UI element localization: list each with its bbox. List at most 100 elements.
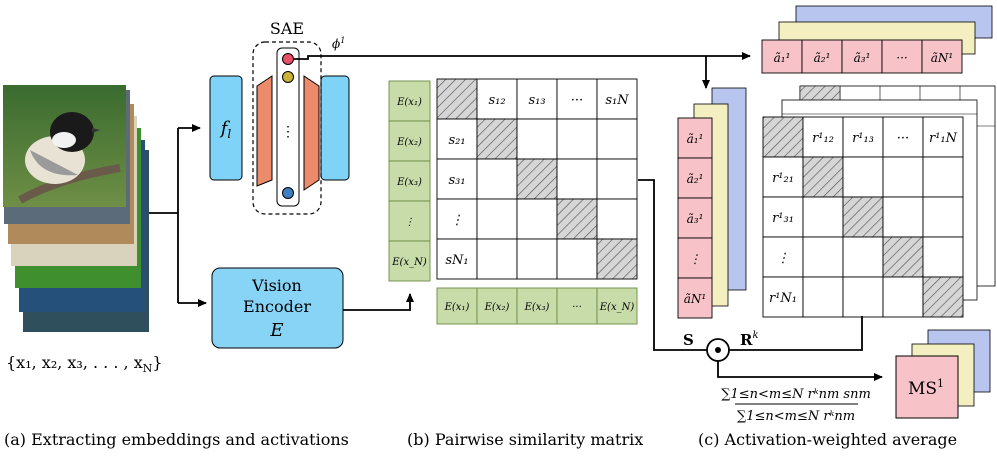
- latent-dot-red: [282, 53, 294, 65]
- similarity-value: sN₁: [445, 253, 468, 268]
- diagonal-cell: [922, 276, 964, 318]
- embedding-label: E(x₁): [444, 302, 470, 313]
- embedding-cell: [388, 120, 431, 162]
- embedding-label: E(x₃): [396, 177, 422, 188]
- r-value: r¹₁₃: [852, 131, 874, 146]
- matrix-cell: [842, 276, 884, 318]
- r-value: r¹₁N: [929, 131, 958, 146]
- sae-latent-bar: [276, 47, 300, 207]
- sae-dashed-box: [252, 41, 322, 215]
- embedding-cell: [516, 287, 558, 325]
- r-value: r¹N₁: [769, 291, 797, 306]
- diagonal-cell: [802, 156, 844, 198]
- caption-b: (b) Pairwise similarity matrix: [407, 430, 644, 449]
- activation-label: ⋮: [689, 252, 701, 266]
- similarity-value: s₁N: [605, 93, 629, 108]
- activation-cell: [677, 117, 713, 159]
- embedding-label: E(x_N): [599, 302, 635, 313]
- r-value: r¹₃₁: [772, 211, 794, 226]
- matrix-cell: [476, 78, 518, 120]
- matrix-cell: [922, 236, 964, 278]
- activation-label: ã₁¹: [774, 51, 791, 65]
- matrix-cell: [516, 198, 558, 240]
- diagonal-cell: [842, 196, 884, 238]
- vision-encoder-block: [211, 267, 344, 349]
- encoder-line1: Vision: [251, 276, 302, 295]
- bird-photo: [3, 85, 126, 207]
- diagonal-cell: [556, 198, 598, 240]
- activation-label: ···: [896, 51, 907, 65]
- diagonal-cell: [882, 236, 924, 278]
- embedding-cell: [596, 287, 638, 325]
- phi-label: ϕ1: [332, 36, 345, 51]
- matrix-cell: [802, 276, 844, 318]
- matrix-cell: [842, 236, 884, 278]
- matrix-cell: [802, 116, 844, 158]
- matrix-cell: [556, 238, 598, 280]
- ms-box: [895, 355, 959, 419]
- embedding-cell: [556, 287, 598, 325]
- matrix-cell: [762, 156, 804, 198]
- activation-label: ã₃¹: [687, 212, 704, 226]
- r-value: r¹₂₁: [772, 171, 794, 186]
- encoder-symbol: E: [269, 320, 283, 341]
- latent-dot-yellow: [282, 71, 294, 83]
- similarity-value: ···: [571, 93, 583, 108]
- r-value: ⋮: [777, 251, 790, 266]
- embedding-label: ⋮: [405, 217, 415, 228]
- s-label: S: [683, 331, 694, 349]
- formula-denominator: ∑1≤n<m≤N rᵏnm: [737, 409, 855, 424]
- matrix-cell: [882, 116, 924, 158]
- activation-label: ãN¹: [684, 292, 706, 306]
- matrix-cell: [596, 198, 638, 240]
- embedding-cell: [388, 200, 431, 242]
- embedding-cell: [436, 287, 478, 325]
- activation-label: ã₂¹: [687, 172, 704, 186]
- matrix-cell: [802, 196, 844, 238]
- fl-block: [209, 75, 243, 181]
- encoder-line2: Encoder: [243, 297, 311, 316]
- matrix-cell: [842, 156, 884, 198]
- matrix-cell: [882, 156, 924, 198]
- matrix-cell: [436, 238, 478, 280]
- embedding-column: E(x₁)E(x₂)E(x₃)⋮E(x_N): [388, 80, 431, 282]
- diagonal-cell: [476, 118, 518, 160]
- activation-cell: [677, 277, 713, 319]
- embedding-cell: [388, 80, 431, 122]
- matrix-cell: [476, 158, 518, 200]
- similarity-value: s₂₁: [448, 133, 465, 148]
- similarity-value: s₁₂: [488, 93, 505, 108]
- embedding-label: E(x₂): [396, 137, 422, 148]
- output-block: [320, 75, 350, 181]
- matrix-cell: [922, 196, 964, 238]
- latent-dots: ⋮: [281, 124, 295, 140]
- embedding-cell: [388, 240, 431, 282]
- sae-encoder-trapezoid: [256, 75, 273, 187]
- activation-label: ãN¹: [931, 51, 953, 65]
- matrix-cell: [882, 196, 924, 238]
- image-stack: [3, 85, 149, 332]
- latent-dot-blue: [282, 187, 294, 199]
- activation-cell: [921, 39, 963, 74]
- matrix-cell: [476, 198, 518, 240]
- embedding-label: ···: [572, 302, 582, 313]
- activation-cell: [761, 39, 803, 74]
- matrix-cell: [516, 118, 558, 160]
- activation-cell: [841, 39, 883, 74]
- embedding-label: E(x_N): [391, 257, 427, 268]
- r-value: ···: [897, 131, 909, 146]
- diagonal-cell: [762, 116, 804, 158]
- matrix-cell: [516, 238, 558, 280]
- matrix-cell: [556, 118, 598, 160]
- embedding-label: E(x₂): [484, 302, 510, 313]
- matrix-cell: [436, 118, 478, 160]
- activation-cell: [677, 157, 713, 199]
- diagonal-cell: [516, 158, 558, 200]
- matrix-cell: [762, 196, 804, 238]
- activation-label: ã₁¹: [687, 132, 704, 146]
- matrix-cell: [436, 198, 478, 240]
- matrix-cell: [596, 78, 638, 120]
